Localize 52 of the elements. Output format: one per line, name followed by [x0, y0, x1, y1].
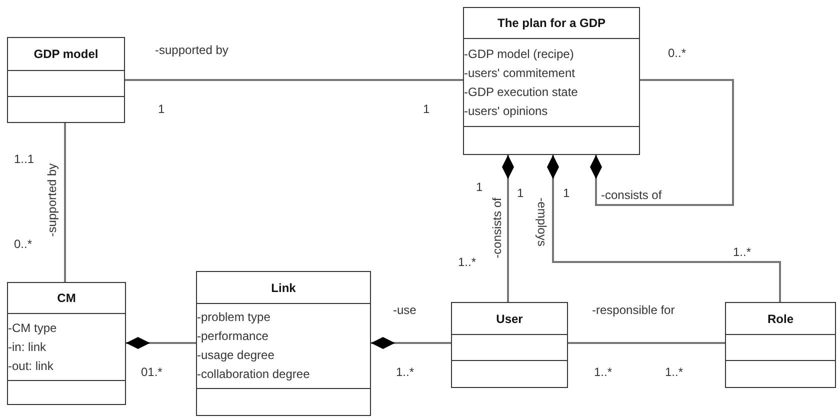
multiplicity-label: 0..*	[14, 237, 32, 251]
class-name: Role	[767, 310, 794, 328]
association-line	[125, 79, 463, 81]
multiplicity-label: 1..*	[458, 255, 476, 269]
multiplicity-label: 0..*	[668, 46, 686, 60]
edge-label: -responsible for	[592, 303, 675, 317]
multiplicity-label: 1	[563, 186, 570, 200]
multiplicity-label: 1..1	[14, 152, 34, 166]
association-line	[568, 342, 725, 344]
attribute-text: -collaboration degree	[197, 366, 311, 383]
multiplicity-label: 1	[517, 186, 524, 200]
attribute-text: -users' commitement	[464, 64, 576, 82]
class-box	[7, 37, 125, 123]
edge-label: -employs	[535, 198, 549, 246]
multiplicity-label: 1..*	[594, 365, 612, 379]
association-line	[502, 155, 514, 302]
attribute-text: -performance	[197, 328, 270, 345]
multiplicity-label: 1	[158, 102, 165, 116]
class-name: The plan for a GDP	[497, 15, 606, 32]
association-line	[371, 337, 451, 349]
class-name: CM	[57, 290, 76, 307]
class-box	[196, 271, 371, 416]
class-box	[463, 7, 640, 155]
attribute-text: -out: link	[8, 358, 54, 374]
attribute-text: -users' opinions	[464, 102, 549, 120]
class-box	[451, 302, 568, 388]
class-name: GDP model	[34, 46, 98, 63]
multiplicity-label: 1	[476, 180, 483, 194]
multiplicity-label: 1..*	[396, 365, 414, 379]
attribute-text: -GDP model (recipe)	[464, 46, 575, 62]
attribute-text: -CM type	[8, 320, 58, 336]
association-line	[64, 123, 66, 282]
multiplicity-label: 1	[423, 102, 430, 116]
association-line	[126, 337, 196, 349]
class-box	[725, 302, 836, 388]
class-name: Link	[271, 280, 296, 296]
association-line	[590, 79, 734, 206]
edge-label: -supported by	[155, 43, 228, 57]
class-box	[7, 282, 126, 405]
multiplicity-label: 01.*	[141, 365, 162, 379]
attribute-text: -in: link	[8, 338, 48, 356]
multiplicity-label: 1..*	[733, 245, 752, 259]
association-line	[547, 155, 781, 302]
edge-label: -supported by	[45, 163, 59, 237]
class-name: User	[496, 310, 523, 328]
edge-label: -consists of	[490, 198, 504, 258]
edge-label: -use	[393, 303, 416, 317]
multiplicity-label: 1..*	[665, 365, 684, 379]
attribute-text: -GDP execution state	[464, 84, 579, 100]
edge-label: -consists of	[601, 188, 662, 202]
attribute-text: -problem type	[197, 309, 272, 326]
attribute-text: -usage degree	[197, 347, 276, 364]
